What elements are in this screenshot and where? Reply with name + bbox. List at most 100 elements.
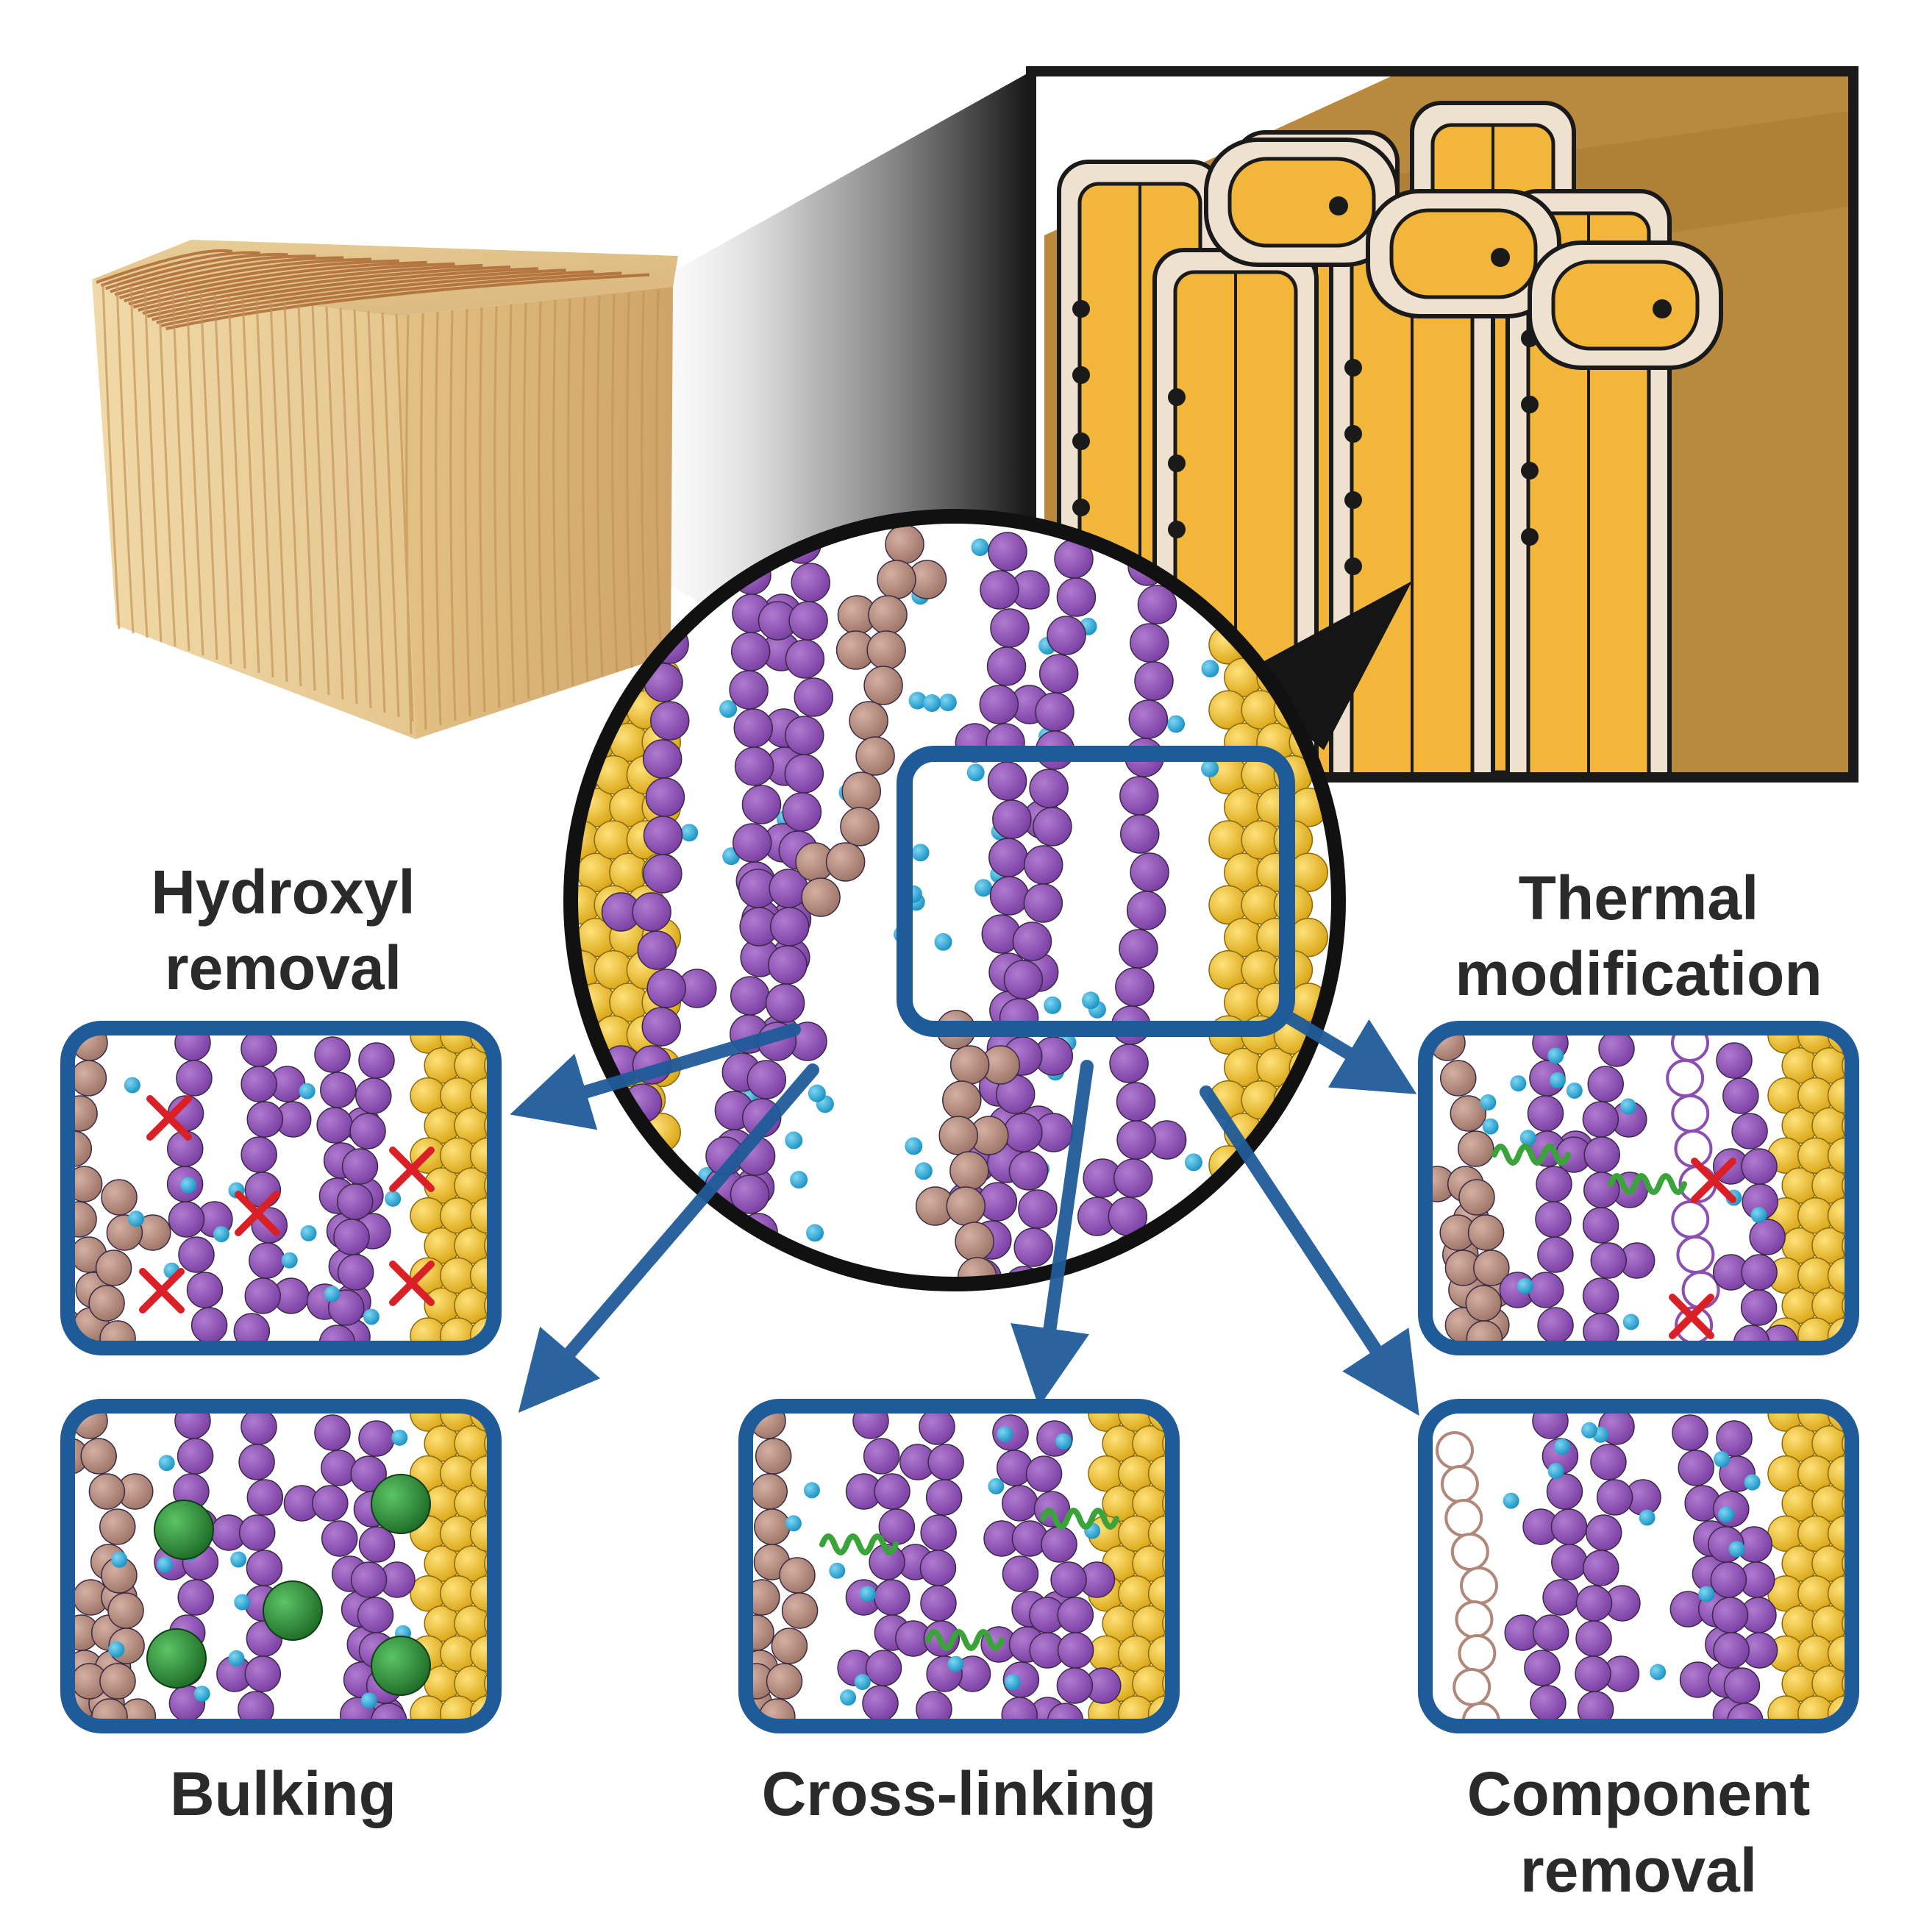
hemicellulose-purple (240, 1136, 277, 1173)
water-molecule (938, 694, 957, 712)
hemicellulose-purple (1002, 1555, 1039, 1592)
water-molecule (947, 1655, 964, 1672)
hemicellulose-purple (1585, 1514, 1622, 1551)
water-molecule (124, 1077, 140, 1094)
pit-dot (1491, 248, 1510, 267)
hemicellulose-purple (869, 1544, 905, 1580)
panel-bulking (60, 1399, 502, 1733)
hemicellulose-purple (1113, 1158, 1153, 1198)
lignin-pink (885, 524, 924, 564)
removed-molecule (1460, 1566, 1499, 1605)
wood-grain (538, 301, 545, 695)
hemicellulose-purple (178, 1236, 215, 1273)
hemicellulose-purple (238, 1691, 274, 1726)
wood-grain (114, 256, 344, 296)
water-molecule (324, 1286, 341, 1302)
water-molecule (1517, 1277, 1533, 1294)
wood-grain (185, 291, 204, 656)
wood-grain (567, 298, 574, 686)
water-molecule (803, 1482, 820, 1499)
hemicellulose-purple (1741, 1254, 1778, 1291)
label-component-line2: removal (1520, 1836, 1757, 1905)
wood-grain (199, 293, 218, 660)
hemicellulose-purple (1128, 699, 1169, 739)
hemicellulose-purple (643, 854, 682, 894)
lignin-pink (825, 842, 866, 882)
hemicellulose-purple (863, 1438, 900, 1475)
water-molecule (127, 1211, 144, 1227)
cellulose-yellow (1241, 1210, 1280, 1250)
lignin-pink (949, 1151, 989, 1191)
water-molecule (281, 1252, 298, 1269)
hemicellulose-purple (874, 1473, 910, 1510)
hemicellulose-purple (927, 1444, 964, 1480)
hemicellulose-purple (1713, 1632, 1750, 1669)
water-molecule (785, 1515, 802, 1532)
hemicellulose-purple (1126, 891, 1166, 930)
removed-hydroxyl-mark (1669, 1294, 1714, 1339)
hemicellulose-purple (358, 1526, 396, 1563)
crosslink-bond (1491, 1144, 1571, 1166)
hemicellulose-purple (1524, 1650, 1561, 1686)
water-molecule (806, 1224, 824, 1242)
bulking-agent (146, 1628, 207, 1689)
hemicellulose-purple (768, 945, 808, 985)
hemicellulose-purple (925, 1479, 963, 1516)
hemicellulose-purple (333, 1219, 370, 1255)
wood-grain (479, 307, 486, 713)
wood-grain (156, 270, 594, 324)
hemicellulose-purple (1079, 1273, 1119, 1284)
lignin-pink (1439, 1060, 1477, 1097)
hemicellulose-purple (785, 716, 824, 755)
hemicellulose-purple (312, 1485, 349, 1522)
hemicellulose-purple (1047, 616, 1086, 655)
hemicellulose-purple (177, 1579, 214, 1616)
wood-grain (283, 302, 302, 687)
water-molecule (1650, 1664, 1667, 1680)
removed-molecule (1440, 1465, 1479, 1503)
cellulose-yellow (1289, 1177, 1328, 1217)
water-molecule (1503, 1492, 1519, 1509)
water-molecule (1622, 1313, 1639, 1330)
hemicellulose-purple (1012, 922, 1052, 961)
wood-grain (110, 254, 316, 293)
hemicellulose-purple (1710, 1561, 1747, 1598)
hemicellulose-purple (1723, 1667, 1761, 1704)
wood-grain (381, 312, 400, 718)
water-molecule (1713, 1451, 1730, 1468)
lignin-pink (751, 1473, 788, 1510)
wood-grain (449, 310, 457, 721)
wood-grain (101, 282, 121, 630)
bulking-agent (263, 1580, 323, 1641)
hemicellulose-purple (176, 1060, 213, 1097)
cellulose-yellow (577, 1113, 616, 1152)
hemicellulose-purple (1587, 1066, 1624, 1102)
wood-grain (241, 297, 260, 674)
water-molecule (1081, 991, 1100, 1010)
hemicellulose-purple (240, 1408, 277, 1445)
hemicellulose-purple (618, 1198, 657, 1238)
lignin-pink (754, 1508, 791, 1545)
removed-molecule (1458, 1634, 1497, 1672)
water-molecule (1619, 1098, 1636, 1115)
hemicellulose-purple (1583, 1313, 1619, 1348)
wood-grain (626, 292, 633, 669)
removed-molecule (1671, 1200, 1710, 1238)
hemicellulose-purple (1134, 661, 1174, 701)
water-molecule (157, 1556, 174, 1573)
water-molecule (228, 1650, 245, 1667)
hemicellulose-purple (641, 1007, 681, 1047)
hemicellulose-purple (989, 876, 1030, 916)
wood-grain (596, 295, 604, 677)
water-molecule (1554, 1439, 1571, 1455)
wood-grain (641, 290, 648, 664)
lignin-pink (766, 1663, 803, 1700)
hemicellulose-purple (646, 969, 686, 1008)
water-molecule (1639, 1509, 1656, 1526)
water-molecule (1480, 1094, 1497, 1111)
water-molecule (230, 1551, 247, 1568)
water-molecule (1566, 1082, 1583, 1099)
hemicellulose-purple (1109, 1044, 1149, 1083)
water-molecule (914, 1162, 933, 1180)
water-molecule (385, 1190, 402, 1207)
